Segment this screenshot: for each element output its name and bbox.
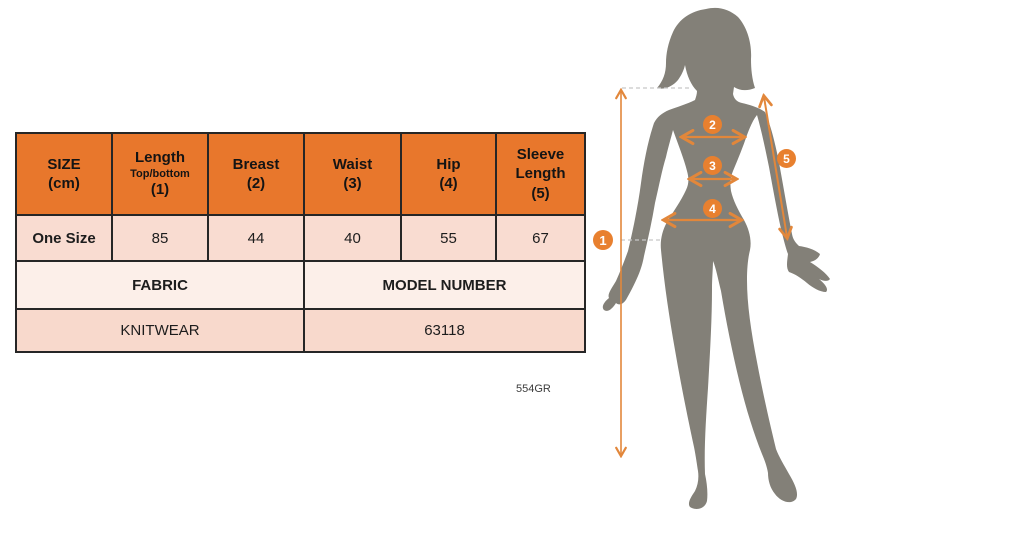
size-chart: SIZE (cm) Length Top/bottom (1) Breast (…: [15, 132, 586, 353]
col-index: (3): [343, 175, 362, 192]
col-header-length: Length Top/bottom (1): [111, 132, 209, 216]
col-index: (5): [531, 184, 550, 202]
measure-badge-hip: 4: [703, 199, 722, 218]
model-number-label: MODEL NUMBER: [303, 260, 586, 310]
col-title: Waist: [332, 155, 373, 173]
info-value-row: KNITWEAR 63118: [15, 308, 586, 353]
value-length: 85: [111, 214, 209, 262]
size-chart-table: SIZE (cm) Length Top/bottom (1) Breast (…: [15, 132, 586, 353]
col-header-size: SIZE (cm): [15, 132, 113, 216]
info-label-row: FABRIC MODEL NUMBER: [15, 260, 586, 310]
value-hip: 55: [400, 214, 497, 262]
sleeve-arrow: [764, 97, 787, 237]
col-index: (4): [439, 175, 458, 192]
value-sleeve-length: 67: [495, 214, 586, 262]
col-header-breast: Breast (2): [207, 132, 305, 216]
col-title: Hip: [436, 155, 461, 173]
measure-badge-length: 1: [593, 230, 613, 250]
size-label: One Size: [15, 214, 113, 262]
measure-badge-sleeve: 5: [777, 149, 796, 168]
col-title: Sleeve Length: [515, 145, 566, 183]
product-code: 554GR: [516, 383, 551, 395]
col-index: (2): [246, 175, 266, 192]
col-unit: (cm): [48, 175, 80, 192]
col-header-waist: Waist (3): [303, 132, 402, 216]
col-title: Breast: [232, 155, 280, 173]
col-title: Length: [135, 149, 185, 167]
col-header-hip: Hip (4): [400, 132, 497, 216]
value-breast: 44: [207, 214, 305, 262]
model-number-value: 63118: [303, 308, 586, 353]
col-title: SIZE: [47, 155, 81, 173]
measure-badge-waist: 3: [703, 156, 722, 175]
fabric-value: KNITWEAR: [15, 308, 305, 353]
header-row: SIZE (cm) Length Top/bottom (1) Breast (…: [15, 132, 586, 216]
col-index: (1): [150, 181, 170, 199]
col-subtitle: Top/bottom: [130, 167, 190, 180]
female-silhouette: [602, 7, 830, 510]
one-size-row: One Size 85 44 40 55 67: [15, 214, 586, 262]
fabric-label: FABRIC: [15, 260, 305, 310]
col-header-sleeve-length: Sleeve Length (5): [495, 132, 586, 216]
measure-badge-breast: 2: [703, 115, 722, 134]
value-waist: 40: [303, 214, 402, 262]
